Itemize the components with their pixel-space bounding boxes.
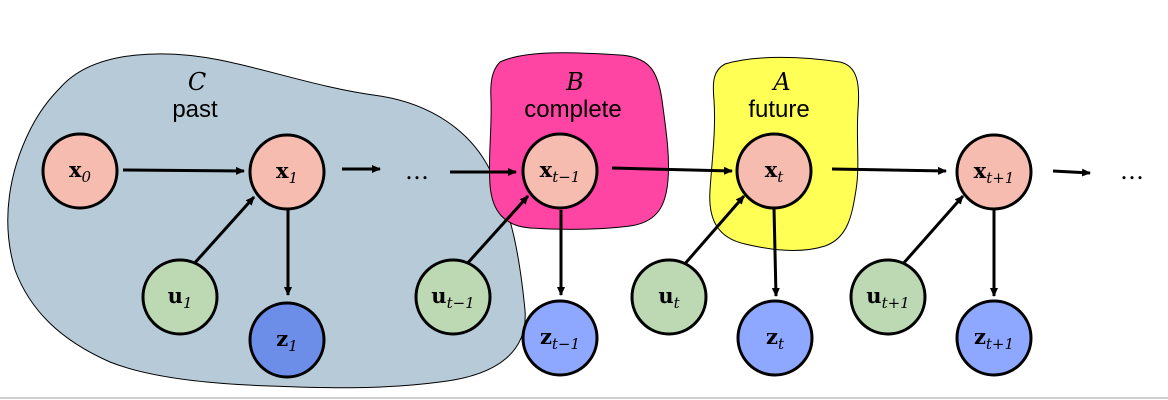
edge-utm1-xtm1 bbox=[463, 194, 530, 268]
svg-text:xt−1: xt−1 bbox=[540, 157, 581, 186]
past-region-letter: C bbox=[188, 68, 206, 96]
svg-text:x1: x1 bbox=[276, 158, 298, 187]
node-ztm1: zt−1 bbox=[521, 299, 599, 377]
svg-text:x0: x0 bbox=[69, 157, 92, 186]
complete-region-letter: B bbox=[565, 68, 584, 96]
past-region bbox=[7, 53, 526, 389]
node-utm1: ut−1 bbox=[414, 258, 492, 336]
edge-xtp1-ellipsis bbox=[1052, 168, 1091, 177]
edge-x0-x1 bbox=[122, 166, 245, 175]
node-x1: x1 bbox=[248, 133, 326, 211]
node-zt: zt bbox=[736, 299, 814, 377]
node-xt: xt bbox=[735, 132, 813, 210]
svg-text:z1: z1 bbox=[276, 326, 297, 355]
svg-text:zt+1: zt+1 bbox=[974, 324, 1014, 353]
edge-u1-x1 bbox=[190, 195, 256, 268]
ellipsis-middle: … bbox=[405, 157, 429, 185]
ellipsis-end: … bbox=[1120, 157, 1144, 185]
svg-text:u1: u1 bbox=[168, 283, 193, 312]
svg-text:zt: zt bbox=[766, 324, 785, 353]
edge-xt-zt bbox=[771, 207, 780, 297]
future-region-label: future bbox=[748, 96, 809, 123]
svg-text:ut: ut bbox=[658, 283, 680, 312]
svg-text:xt+1: xt+1 bbox=[974, 158, 1015, 187]
node-ztp1: zt+1 bbox=[955, 299, 1033, 377]
node-ut: ut bbox=[630, 258, 708, 336]
svg-text:ut−1: ut−1 bbox=[431, 283, 474, 312]
past-region-label: past bbox=[172, 96, 218, 123]
node-x0: x0 bbox=[41, 132, 119, 210]
node-z1: z1 bbox=[248, 301, 326, 379]
svg-text:ut+1: ut+1 bbox=[866, 283, 909, 312]
node-utp1: ut+1 bbox=[849, 258, 927, 336]
node-u1: u1 bbox=[141, 258, 219, 336]
node-xtm1: xt−1 bbox=[521, 132, 599, 210]
svg-text:xt: xt bbox=[765, 157, 785, 186]
edge-ut-xt bbox=[681, 195, 746, 267]
future-region-letter: A bbox=[771, 68, 790, 96]
complete-region-label: complete bbox=[524, 96, 621, 123]
edge-utp1-xtp1 bbox=[900, 195, 965, 266]
edge-xtm1-xt bbox=[611, 166, 733, 175]
edge-xt-xtp1 bbox=[831, 166, 947, 175]
svg-text:zt−1: zt−1 bbox=[540, 324, 580, 353]
node-xtp1: xt+1 bbox=[955, 133, 1033, 211]
